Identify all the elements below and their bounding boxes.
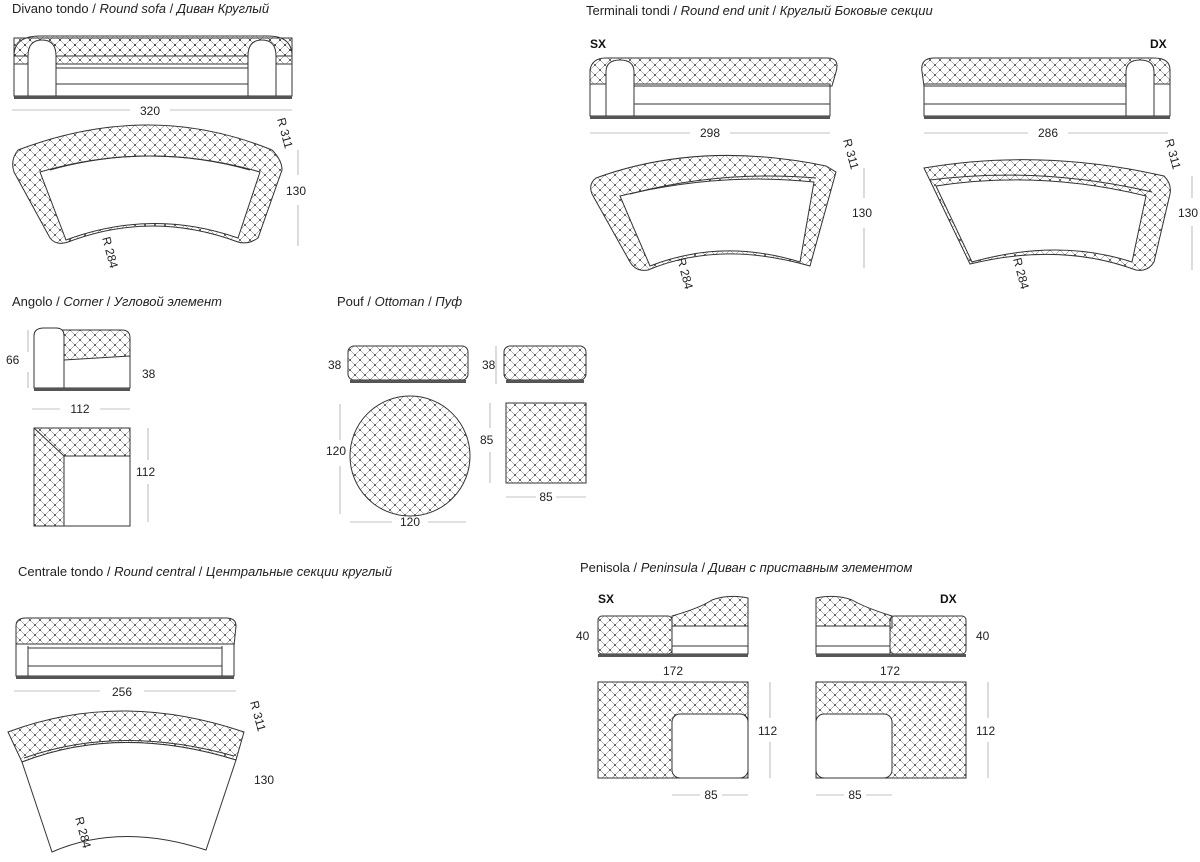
pouf-round-height-label: 38	[328, 358, 342, 372]
pouf-square-depth-label: 85	[480, 433, 494, 447]
terminali-dx-label: DX	[1150, 37, 1167, 51]
title-divano: Divano tondo / Round sofa / Диван Круглы…	[12, 1, 269, 16]
centrale-width-label: 256	[112, 685, 132, 699]
title-centrale: Centrale tondo / Round central / Централ…	[18, 564, 392, 579]
angolo-depth-label: 112	[136, 465, 155, 479]
penisola-dx-front-view	[815, 595, 967, 657]
terminali-dx-front-view	[921, 57, 1171, 119]
pouf-square-top-view	[505, 402, 587, 484]
centrale-top-view	[7, 710, 245, 853]
terminali-sx-label: SX	[590, 37, 606, 51]
terminali-sx-front-view	[589, 57, 838, 119]
divano-width-label: 320	[140, 104, 160, 118]
penisola-dx-width-label: 172	[880, 664, 900, 678]
terminali-sx-depth-label: 130	[852, 206, 872, 220]
terminali-dx-r-inner-label: R 284	[1010, 256, 1032, 291]
divano-front-view	[13, 35, 293, 99]
penisola-dx-seat-label: 85	[848, 788, 862, 802]
section-penisola: Penisola / Peninsula / Диван с приставны…	[576, 560, 995, 802]
penisola-dx-label: DX	[940, 592, 957, 606]
terminali-sx-r-inner-label: R 284	[674, 256, 696, 291]
angolo-front-view	[33, 327, 131, 391]
terminali-dx-top-view	[923, 159, 1171, 271]
terminali-dx-depth-label: 130	[1178, 206, 1198, 220]
divano-r-inner-label: R 284	[99, 235, 121, 270]
angolo-height-label: 66	[6, 353, 20, 367]
pouf-round-diameter-v-label: 120	[326, 444, 346, 458]
penisola-sx-front-view	[597, 595, 749, 657]
penisola-sx-width-label: 172	[663, 664, 683, 678]
pouf-square-height-label: 38	[482, 358, 496, 372]
pouf-round-diameter-h-label: 120	[400, 515, 420, 529]
penisola-dx-height-label: 40	[976, 629, 990, 643]
angolo-width-label: 112	[70, 402, 89, 416]
divano-top-view	[12, 124, 283, 244]
penisola-sx-height-label: 40	[576, 629, 590, 643]
terminali-sx-r-outer-label: R 311	[840, 137, 862, 171]
penisola-sx-top-view	[597, 681, 749, 779]
penisola-dx-top-view	[815, 681, 967, 779]
section-angolo: Angolo / Corner / Угловой элемент 66 38 …	[6, 294, 222, 527]
pouf-square-front-view	[503, 345, 587, 383]
centrale-front-view	[15, 617, 237, 679]
penisola-dx-depth-label: 112	[976, 724, 995, 738]
angolo-top-view	[33, 427, 131, 527]
title-pouf: Pouf / Ottoman / Пуф	[337, 294, 462, 309]
title-terminali: Terminali tondi / Round end unit / Кругл…	[586, 3, 933, 18]
centrale-depth-label: 130	[254, 773, 274, 787]
pouf-square-width-label: 85	[539, 490, 553, 504]
penisola-sx-depth-label: 112	[758, 724, 777, 738]
title-angolo: Angolo / Corner / Угловой элемент	[12, 294, 222, 309]
pouf-round-top-view	[349, 395, 471, 517]
divano-depth-label: 130	[286, 184, 306, 198]
penisola-sx-label: SX	[598, 592, 614, 606]
terminali-sx-top-view	[590, 155, 837, 271]
title-penisola: Penisola / Peninsula / Диван с приставны…	[580, 560, 912, 575]
terminali-dx-r-outer-label: R 311	[1162, 137, 1184, 171]
angolo-seat-label: 38	[142, 367, 156, 381]
section-pouf: Pouf / Ottoman / Пуф 38 120 120 38 85	[326, 294, 587, 529]
section-divano-tondo: Divano tondo / Round sofa / Диван Круглы…	[12, 1, 306, 270]
divano-r-outer-label: R 311	[274, 116, 296, 150]
pouf-round-front-view	[347, 345, 469, 383]
centrale-r-outer-label: R 311	[247, 699, 269, 733]
penisola-sx-seat-label: 85	[704, 788, 718, 802]
section-centrale-tondo: Centrale tondo / Round central / Централ…	[7, 564, 392, 853]
terminali-dx-width-label: 286	[1038, 126, 1058, 140]
terminali-sx-width-label: 298	[700, 126, 720, 140]
section-terminali-tondi: Terminali tondi / Round end unit / Кругл…	[586, 3, 1198, 291]
